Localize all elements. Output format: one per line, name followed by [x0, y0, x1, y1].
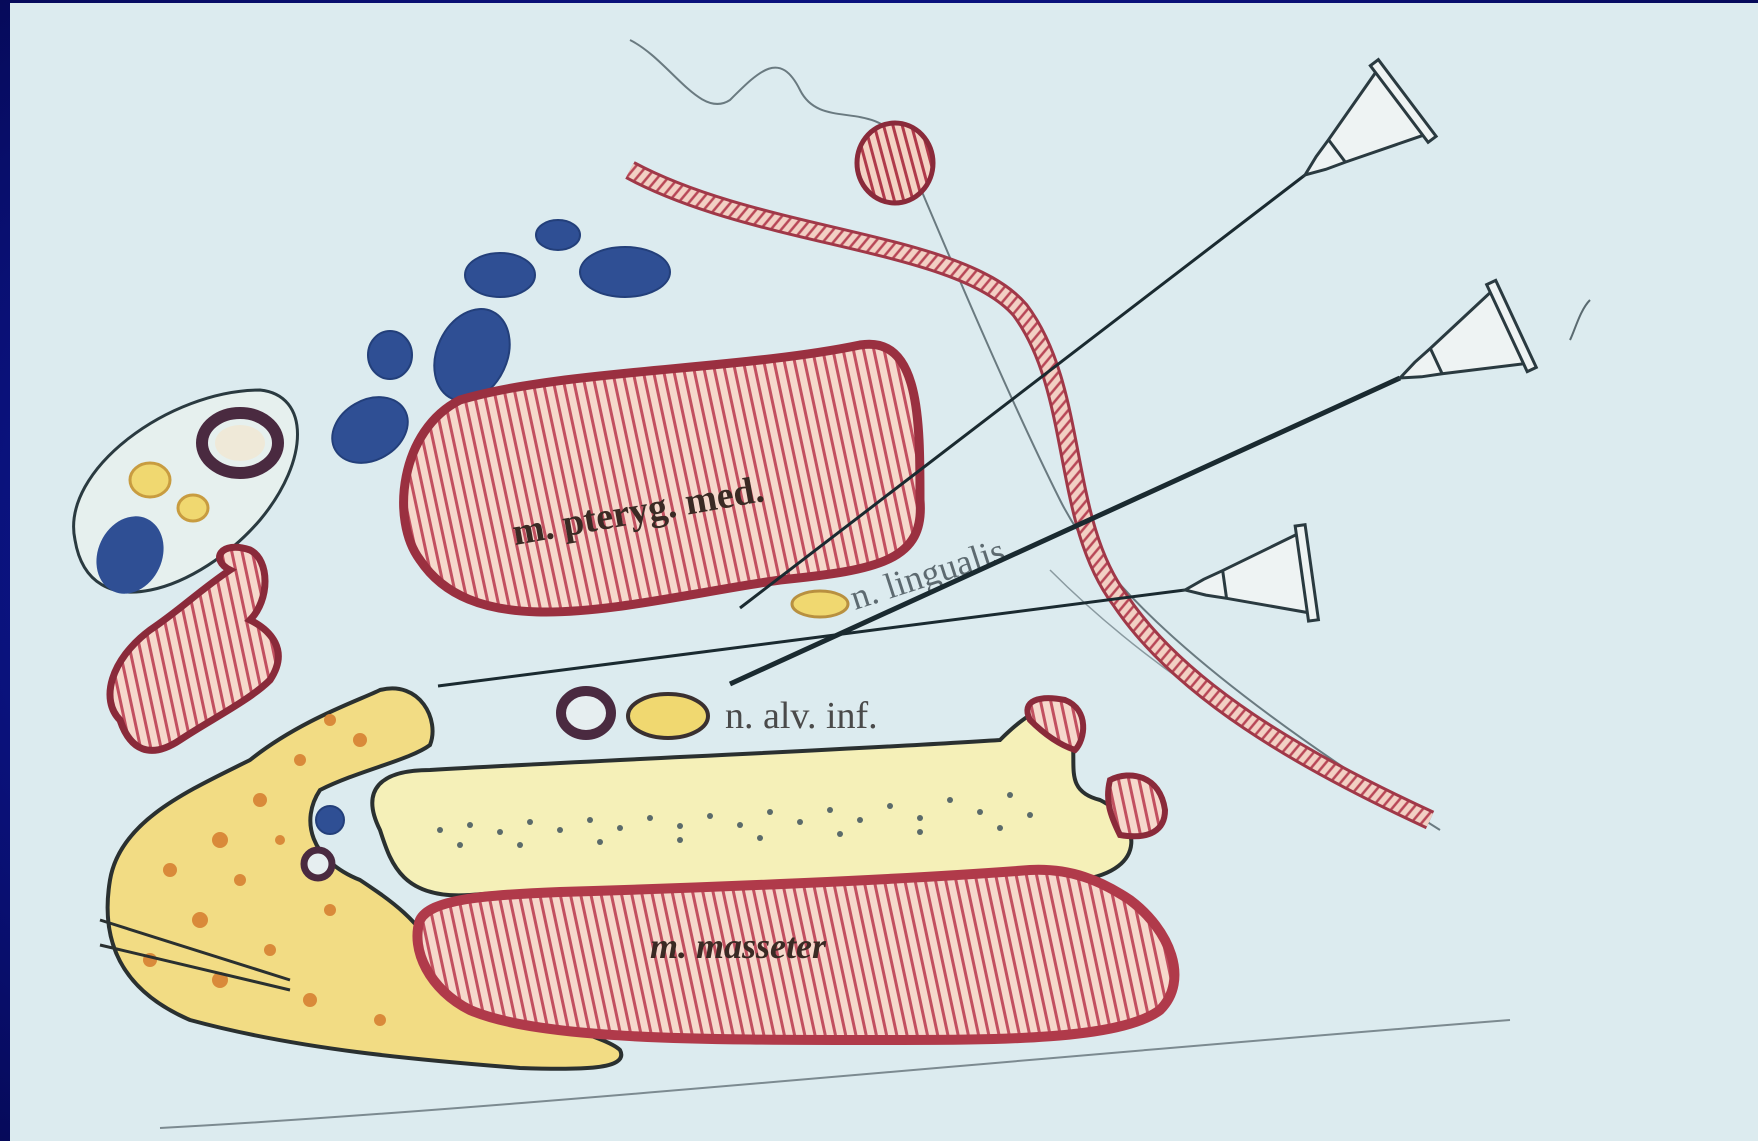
tonsil-oval: [857, 123, 933, 203]
alveolar-artery: [561, 691, 611, 735]
lingual-nerve: [792, 591, 848, 617]
alveolar-nerve: [628, 694, 708, 738]
label-masseter: m. masseter: [650, 926, 827, 966]
temporal-tip-2: [1108, 775, 1165, 836]
syringe-icon: [1276, 60, 1436, 214]
syringe-icon: [1178, 525, 1318, 638]
syringe-icon: [1380, 280, 1537, 421]
label-alv-inf: n. alv. inf.: [725, 695, 878, 737]
